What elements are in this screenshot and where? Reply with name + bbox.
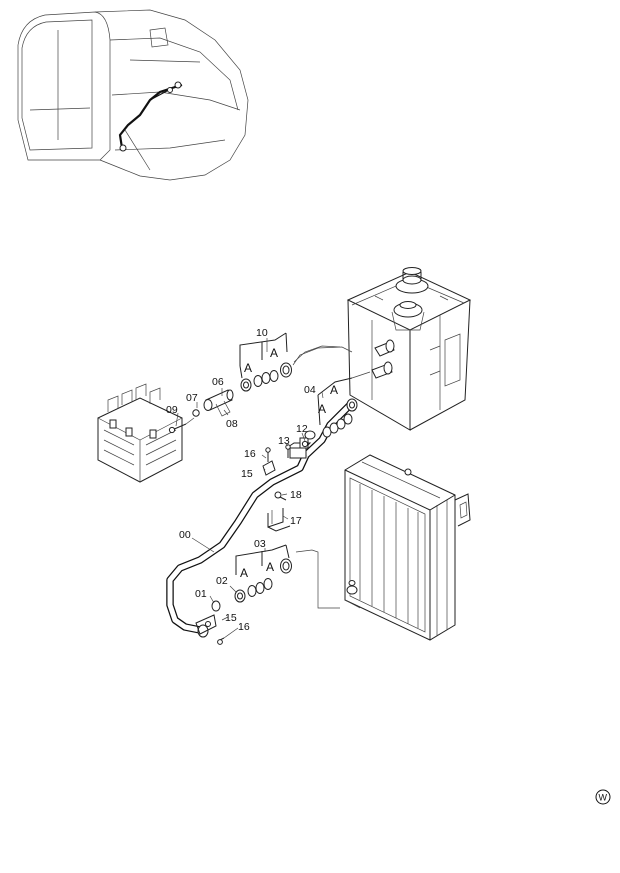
callout-18: 18 — [290, 489, 302, 501]
callout-13: 13 — [278, 435, 290, 447]
group-a-marker: A — [240, 566, 248, 580]
callout-02: 02 — [216, 575, 228, 587]
callout-09: 09 — [166, 404, 178, 416]
callout-07: 07 — [186, 392, 198, 404]
group-a-marker: A — [330, 383, 338, 397]
callout-01: 01 — [195, 588, 207, 600]
callout-17: 17 — [290, 515, 302, 527]
callout-08: 08 — [226, 418, 238, 430]
leader-lines — [175, 338, 324, 639]
pipe-00-illustration — [166, 400, 355, 638]
machine-overview-illustration — [17, 9, 249, 181]
fitting-group-04 — [317, 371, 371, 438]
fitting-group-06 — [168, 389, 234, 434]
fitting-group-10 — [239, 332, 341, 392]
callout-16-upper: 16 — [244, 448, 256, 460]
control-valve-illustration — [97, 383, 183, 483]
group-a-markers: A A A A A A — [240, 346, 338, 580]
group-a-marker: A — [266, 560, 274, 574]
callout-04: 04 — [304, 384, 316, 396]
callout-06: 06 — [212, 376, 224, 388]
callout-labels: 10 06 07 09 08 04 12 13 16 15 18 17 00 0… — [166, 327, 316, 633]
group-a-marker: A — [244, 361, 252, 375]
callout-10: 10 — [256, 327, 268, 339]
watermark-letter: W — [599, 793, 608, 803]
watermark-logo: W — [595, 789, 611, 805]
hydraulic-tank-illustration — [346, 267, 472, 431]
callout-00: 00 — [179, 529, 191, 541]
callout-16-lower: 16 — [238, 621, 250, 633]
callout-15-lower: 15 — [225, 612, 237, 624]
clamps-and-brackets — [195, 440, 309, 645]
fitting-group-03 — [211, 346, 353, 612]
callout-03: 03 — [254, 538, 266, 550]
callout-15-upper: 15 — [241, 468, 253, 480]
callout-12: 12 — [296, 423, 308, 435]
group-a-marker: A — [318, 402, 326, 416]
group-a-marker: A — [270, 346, 278, 360]
oil-cooler-illustration — [344, 454, 471, 641]
